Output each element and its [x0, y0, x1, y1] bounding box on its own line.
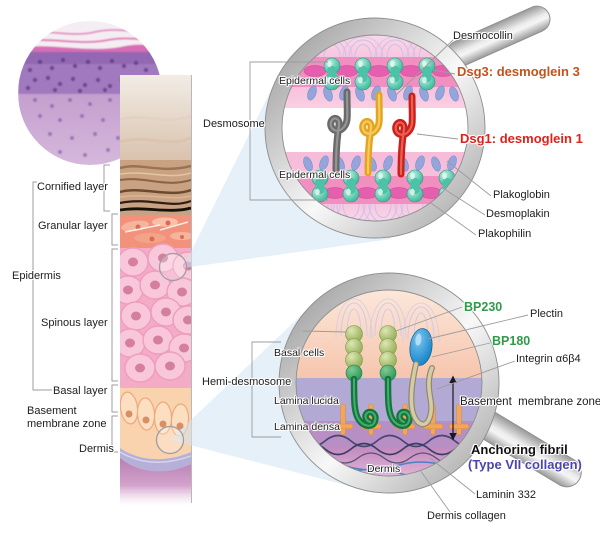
label-laminin-332: Laminin 332 [476, 489, 536, 501]
label-dermis: Dermis [79, 443, 114, 455]
layer-bracket-lines [32, 164, 118, 453]
magnifier-bottom-hemidesmosome [278, 272, 582, 494]
label-cornified-layer: Cornified layer [37, 181, 108, 193]
bp230-plectin-chain-1 [345, 325, 376, 426]
label-dermis-collagen: Dermis collagen [427, 510, 506, 522]
label-epidermis: Epidermis [12, 270, 61, 282]
label-epidermal-cells-top: Epidermal cells [279, 75, 351, 87]
magnifier-rim [279, 273, 499, 493]
label-basement-membrane-zone: Basement membrane zone [27, 405, 107, 430]
label-bp230: BP230 [464, 300, 503, 314]
label-lamina-lucida: Lamina lucida [274, 395, 339, 407]
label-hemi-desmosome: Hemi-desmosome [202, 376, 292, 388]
skin-column-illustration [120, 75, 191, 505]
label-lamina-densa: Lamina densa [274, 421, 340, 433]
zoom-source-circle-bottom [155, 425, 185, 455]
label-spinous-layer: Spinous layer [41, 317, 108, 329]
label-desmosome: Desmosome [203, 118, 265, 130]
magnifier-top-desmosome [264, 5, 551, 239]
label-dsg1: Dsg1: desmoglein 1 [460, 131, 583, 146]
label-bp180: BP180 [492, 334, 531, 348]
label-anchoring-fibril: Anchoring fibril [471, 442, 568, 457]
label-basal-cells: Basal cells [274, 347, 325, 359]
label-plakophilin: Plakophilin [478, 228, 532, 240]
label-integrin: Integrin α6β4 [516, 353, 581, 365]
label-basement-membrane-zone-lens: Basement membrane zone [460, 396, 600, 408]
label-basal-layer: Basal layer [53, 385, 108, 397]
label-plakoglobin: Plakoglobin [493, 189, 550, 201]
label-plectin: Plectin [530, 308, 564, 320]
label-desmoplakin: Desmoplakin [486, 208, 550, 220]
zoom-source-circle-top [158, 252, 188, 282]
label-epidermal-cells-bottom: Epidermal cells [279, 169, 351, 181]
label-granular-layer: Granular layer [38, 220, 108, 232]
bp230-plectin-chain-2 [379, 325, 410, 426]
label-desmocollin: Desmocollin [453, 30, 513, 42]
label-dermis-inside-lens: Dermis [367, 463, 401, 475]
integrin-loop [408, 361, 435, 428]
magnifier-rim [265, 18, 485, 238]
callout-leader-lines [249, 39, 529, 513]
basement-membrane-zone-arrow [449, 375, 457, 441]
label-type-vii-collagen: (Type VII collagen) [468, 457, 582, 472]
label-dsg3: Dsg3: desmoglein 3 [457, 64, 580, 79]
